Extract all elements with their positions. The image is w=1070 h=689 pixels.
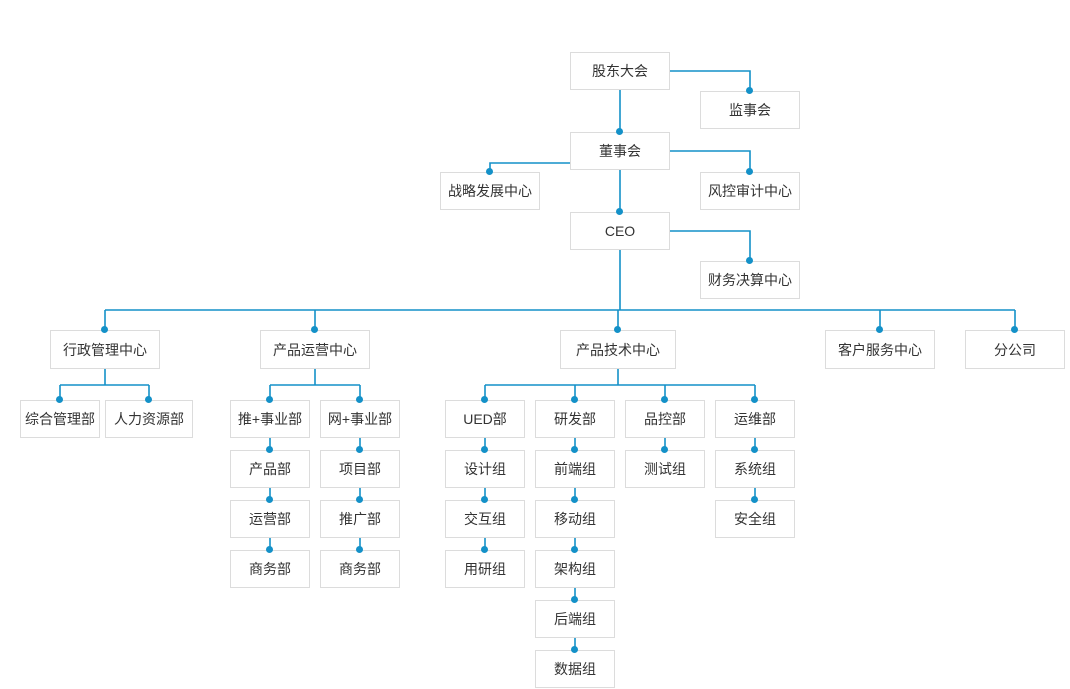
connector-dot-test-group (661, 446, 668, 453)
connector-dot-data-group (571, 646, 578, 653)
org-node-security-group[interactable]: 安全组 (715, 500, 795, 538)
connector-dot-system-group (751, 446, 758, 453)
org-node-finance-center[interactable]: 财务决算中心 (700, 261, 800, 299)
connector-dot-devops-dept (751, 396, 758, 403)
connector-dot-business-dept-1 (266, 546, 273, 553)
org-node-ued-dept[interactable]: UED部 (445, 400, 525, 438)
org-node-rd-dept[interactable]: 研发部 (535, 400, 615, 438)
connector-dot-finance-center (746, 257, 753, 264)
org-node-wang-division[interactable]: 网+事业部 (320, 400, 400, 438)
connector-dot-interaction-group (481, 496, 488, 503)
org-node-risk-audit-center[interactable]: 风控审计中心 (700, 172, 800, 210)
connector-dot-product-dept (266, 446, 273, 453)
org-node-business-dept-1[interactable]: 商务部 (230, 550, 310, 588)
org-node-data-group[interactable]: 数据组 (535, 650, 615, 688)
connector-dot-backend-group (571, 596, 578, 603)
org-node-customer-service[interactable]: 客户服务中心 (825, 330, 935, 369)
connector-dot-strategy-center (486, 168, 493, 175)
connector-dot-product-tech-center (614, 326, 621, 333)
org-node-product-tech-center[interactable]: 产品技术中心 (560, 330, 676, 369)
org-node-admin-center[interactable]: 行政管理中心 (50, 330, 160, 369)
connector-dot-ued-dept (481, 396, 488, 403)
connector-dot-frontend-group (571, 446, 578, 453)
org-node-ceo[interactable]: CEO (570, 212, 670, 250)
org-node-backend-group[interactable]: 后端组 (535, 600, 615, 638)
org-node-product-dept[interactable]: 产品部 (230, 450, 310, 488)
connector-dot-project-dept (356, 446, 363, 453)
org-node-board[interactable]: 董事会 (570, 132, 670, 170)
org-node-business-dept-2[interactable]: 商务部 (320, 550, 400, 588)
org-node-supervisors[interactable]: 监事会 (700, 91, 800, 129)
connector-dot-supervisors (746, 87, 753, 94)
connector-dot-architecture-group (571, 546, 578, 553)
org-node-operations-dept[interactable]: 运营部 (230, 500, 310, 538)
connector-dot-rd-dept (571, 396, 578, 403)
org-node-project-dept[interactable]: 项目部 (320, 450, 400, 488)
org-node-human-resources[interactable]: 人力资源部 (105, 400, 193, 438)
connector-dot-board (616, 128, 623, 135)
connector-dot-risk-audit-center (746, 168, 753, 175)
connector-dot-human-resources (145, 396, 152, 403)
connector-dot-mobile-group (571, 496, 578, 503)
connector-dot-design-group (481, 446, 488, 453)
connector-ceo-to-finance (670, 230, 751, 261)
connector-dot-ceo (616, 208, 623, 215)
connector-dot-tui-division (266, 396, 273, 403)
org-node-promotion-dept[interactable]: 推广部 (320, 500, 400, 538)
connector-dot-user-research-group (481, 546, 488, 553)
connector-dot-admin-center (101, 326, 108, 333)
connector-dot-branch-company (1011, 326, 1018, 333)
org-node-shareholders[interactable]: 股东大会 (570, 52, 670, 90)
org-node-architecture-group[interactable]: 架构组 (535, 550, 615, 588)
org-node-interaction-group[interactable]: 交互组 (445, 500, 525, 538)
connector-dot-general-admin (56, 396, 63, 403)
org-node-branch-company[interactable]: 分公司 (965, 330, 1065, 369)
connector-dot-customer-service (876, 326, 883, 333)
connector-dot-promotion-dept (356, 496, 363, 503)
connector-dot-wang-division (356, 396, 363, 403)
org-node-devops-dept[interactable]: 运维部 (715, 400, 795, 438)
connector-dot-business-dept-2 (356, 546, 363, 553)
org-node-general-admin[interactable]: 综合管理部 (20, 400, 100, 438)
org-node-product-ops-center[interactable]: 产品运营中心 (260, 330, 370, 369)
org-node-tui-division[interactable]: 推+事业部 (230, 400, 310, 438)
org-node-mobile-group[interactable]: 移动组 (535, 500, 615, 538)
org-node-strategy-center[interactable]: 战略发展中心 (440, 172, 540, 210)
org-node-user-research-group[interactable]: 用研组 (445, 550, 525, 588)
org-node-frontend-group[interactable]: 前端组 (535, 450, 615, 488)
org-node-qa-dept[interactable]: 品控部 (625, 400, 705, 438)
connector-dot-security-group (751, 496, 758, 503)
org-node-test-group[interactable]: 测试组 (625, 450, 705, 488)
org-node-system-group[interactable]: 系统组 (715, 450, 795, 488)
connector-dot-operations-dept (266, 496, 273, 503)
connector-dot-qa-dept (661, 396, 668, 403)
org-node-design-group[interactable]: 设计组 (445, 450, 525, 488)
connector-dot-product-ops-center (311, 326, 318, 333)
